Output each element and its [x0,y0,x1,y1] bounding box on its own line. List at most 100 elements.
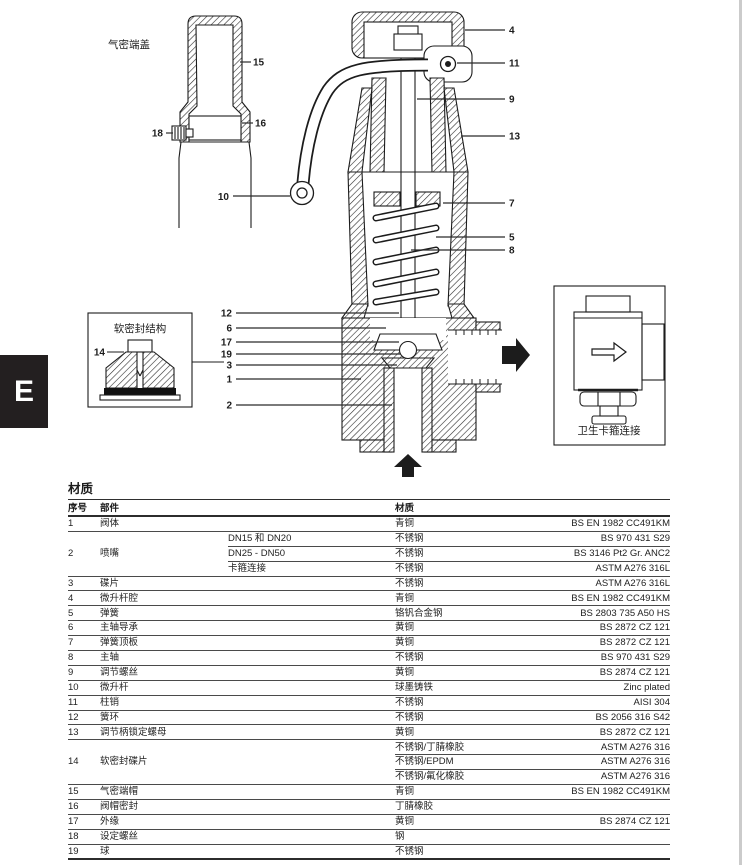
table-cell-sub: DN15 和 DN20 [228,531,395,547]
table-cell-spec: BS EN 1982 CC491KM [540,590,670,607]
callout-12: 12 [221,309,233,320]
column-header-part: 部件 [100,502,228,517]
table-cell-spec: BS 970 431 S29 [540,531,670,547]
clamp-inset-label: 卫生卡箍连接 [578,424,641,437]
table-cell-mat: 不锈钢 [395,844,540,860]
callout-6: 6 [226,324,232,335]
column-header-no: 序号 [68,502,100,517]
callout-7: 7 [509,199,515,210]
table-cell-no: 17 [68,814,100,830]
table-cell-sub [228,576,395,592]
table-cell-no: 6 [68,620,100,637]
table-cell-sub: 卡箍连接 [228,561,395,577]
callout-4: 4 [509,26,515,37]
spring-plate [373,191,401,207]
callout-15: 15 [253,58,265,69]
callout-19: 19 [221,350,233,361]
table-cell-part: 弹簧 [100,605,228,622]
valve-cross-section-figure: 气密端盖 [87,11,666,477]
table-cell-spec: BS 2872 CZ 121 [540,620,670,637]
table-cell-mat: 黄铜 [395,665,540,681]
table-cell-part: 调节螺丝 [100,665,228,681]
callout-16: 16 [255,119,267,130]
flow-direction-arrow [591,341,627,363]
table-cell-mat: 不锈钢 [395,710,540,726]
table-cell-no: 19 [68,844,100,860]
table-cell-spec: ASTM A276 316L [540,561,670,577]
table-cell-part: 碟片 [100,576,228,592]
table-cell-no: 11 [68,695,100,711]
table-cell-sub [228,844,395,860]
table-cell-no: 4 [68,590,100,607]
valve-disc [380,357,436,369]
table-cell-part: 气密端帽 [100,784,228,800]
table-cell-mat: 球墨铸铁 [395,680,540,696]
table-cell-mat: 不锈钢 [395,695,540,711]
table-cell-no: 13 [68,724,100,741]
table-cell-spec [540,829,670,845]
end-cap-diagram [171,15,252,228]
table-cell-part: 簧环 [100,710,228,726]
table-cell-mat: 不锈钢 [395,561,540,577]
callout-8: 8 [509,246,515,257]
table-cell-part: 主轴 [100,650,228,666]
spindle [400,55,416,355]
table-cell-spec: ASTM A276 316 [540,754,670,771]
table-cell-mat: 不锈钢 [395,576,540,592]
table-cell-part: 调节柄锁定螺母 [100,724,228,741]
table-cell-part: 喷嘴 [100,531,228,577]
table-cell-mat: 不锈钢/丁腈橡胶 [395,739,540,756]
table-cell-spec [540,844,670,860]
table-cell-spec: BS 2874 CZ 121 [540,665,670,681]
cap-inset-label: 气密端盖 [108,38,150,51]
soft-seal-inset-label: 软密封结构 [114,322,167,335]
table-cell-part: 弹簧顶板 [100,635,228,652]
table-cell-spec [540,799,670,815]
table-cell-part: 微升杆 [100,680,228,696]
table-cell-mat: 青铜 [395,516,540,532]
table-cell-sub: DN25 - DN50 [228,546,395,562]
table-cell-no: 10 [68,680,100,696]
callout-2: 2 [226,401,232,412]
table-cell-sub [228,710,395,726]
table-cell-part: 球 [100,844,228,860]
table-cell-sub [228,680,395,696]
table-cell-spec: BS 3146 Pt2 Gr. ANC2 [540,546,670,562]
table-cell-no: 3 [68,576,100,592]
table-cell-mat: 黄铜 [395,814,540,830]
table-cell-sub [228,516,395,532]
callout-14: 14 [94,348,106,359]
table-cell-sub [228,620,395,637]
soft-seal-inset [87,312,224,408]
table-cell-no: 18 [68,829,100,845]
table-cell-part: 阀体 [100,516,228,532]
table-cell-no: 9 [68,665,100,681]
table-cell-spec: BS 970 431 S29 [540,650,670,666]
outlet-threads [455,330,497,384]
table-cell-sub [228,650,395,666]
table-cell-spec: ASTM A276 316 [540,769,670,786]
table-cell-mat: 不锈钢 [395,546,540,562]
bottle-outline [178,141,182,228]
callout-13: 13 [509,132,521,143]
section-tab-letter: E [13,374,34,408]
table-cell-no: 15 [68,784,100,800]
callout-1: 1 [226,375,232,386]
table-cell-sub [228,635,395,652]
